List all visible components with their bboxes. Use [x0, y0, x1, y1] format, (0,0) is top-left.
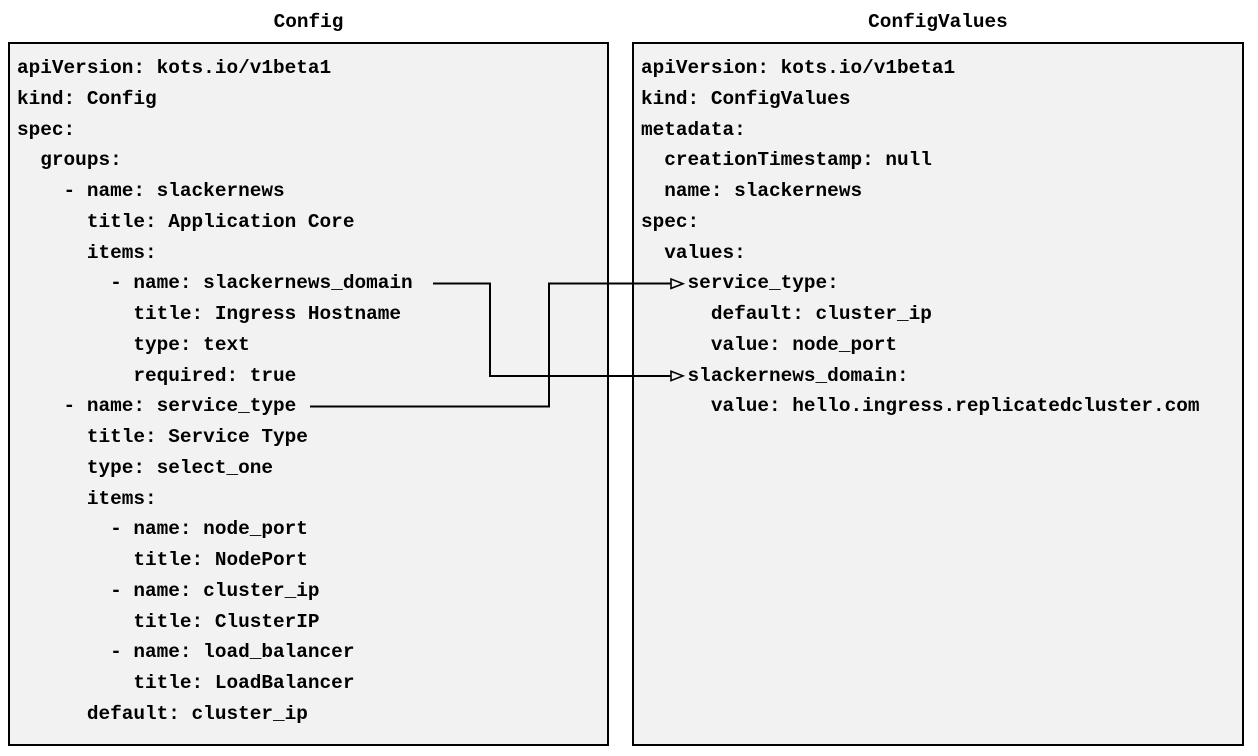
- configvalues-yaml-box: apiVersion: kots.io/v1beta1 kind: Config…: [632, 42, 1244, 746]
- config-panel-title: Config: [273, 11, 344, 33]
- configvalues-panel-title: ConfigValues: [868, 11, 1008, 33]
- config-yaml-box: apiVersion: kots.io/v1beta1 kind: Config…: [8, 42, 609, 746]
